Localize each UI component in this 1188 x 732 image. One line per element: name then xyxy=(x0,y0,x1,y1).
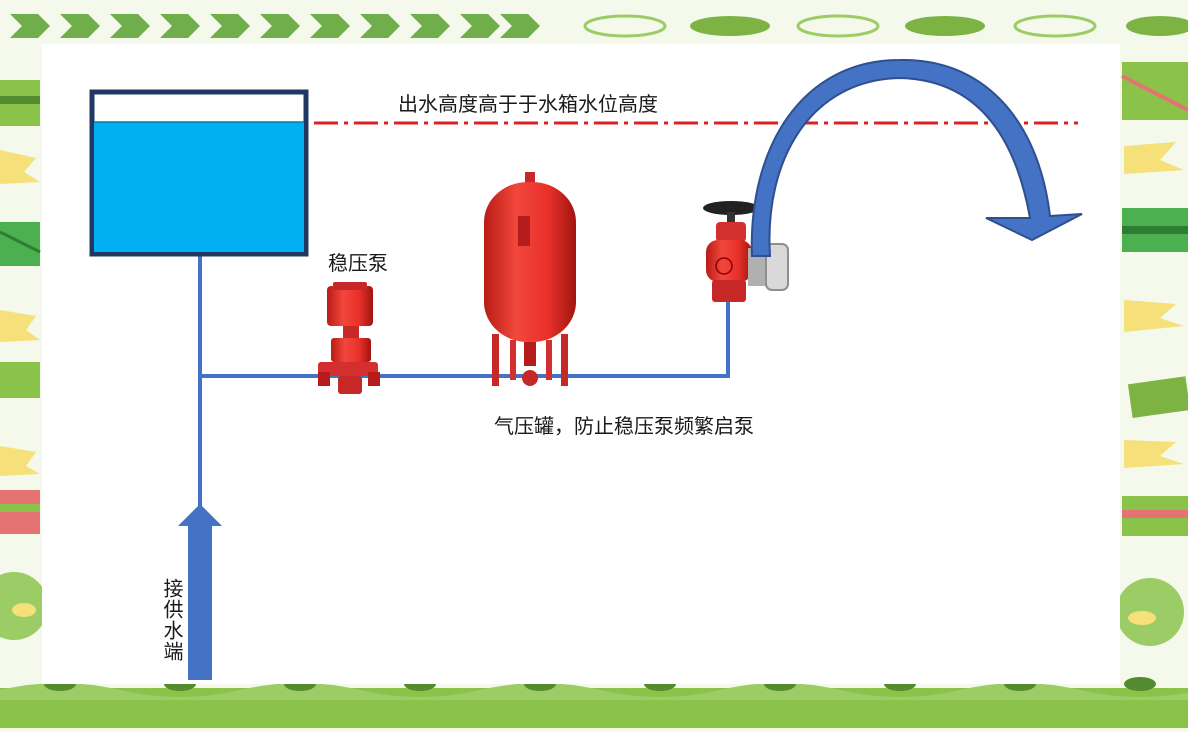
fire-hydrant-valve-icon xyxy=(703,201,789,302)
supply-inlet-arrow xyxy=(178,504,222,680)
pressure-tank-icon xyxy=(484,172,576,386)
pressure-tank-label: 气压罐，防止稳压泵频繁启泵 xyxy=(494,414,754,438)
left-sticker-border xyxy=(0,80,48,640)
water-tank-icon xyxy=(89,89,309,257)
bottom-grass-border xyxy=(0,677,1188,728)
flow-arrow-icon xyxy=(750,58,1083,257)
pressure-pump-label: 稳压泵 xyxy=(328,251,388,275)
pipe-network xyxy=(198,254,730,510)
top-heart-border xyxy=(583,14,1188,38)
height-note-label: 出水高度高于于水箱水位高度 xyxy=(398,92,658,116)
supply-inlet-label: 接供水端 xyxy=(160,578,184,662)
pressure-pump-icon xyxy=(318,282,380,394)
right-sticker-border xyxy=(1116,62,1188,646)
top-chevron-border xyxy=(10,14,540,38)
